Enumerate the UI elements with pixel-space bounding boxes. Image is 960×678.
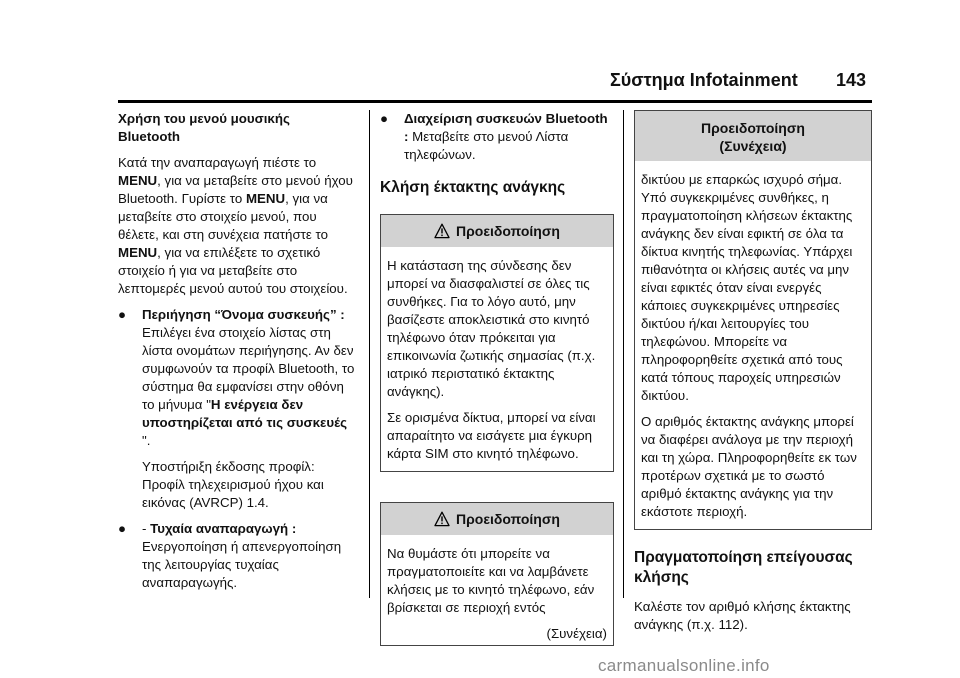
emergency-call-subheading: Πραγματοποίηση επείγουσας κλήσης bbox=[634, 549, 853, 586]
warning-text: Σε ορισμένα δίκτυα, μπορεί να είναι απαρ… bbox=[387, 410, 596, 461]
list-item-shuffle: ● - Τυχαία αναπαραγωγή : Ενεργοποίηση ή … bbox=[118, 521, 342, 590]
warning-title: Προειδοποίηση bbox=[456, 511, 560, 527]
list-item-device-management: ● Διαχείριση συσκευών Bluetooth : Μεταβε… bbox=[380, 111, 608, 162]
warning-box-continued: Προειδοποίηση (Συνέχεια) δικτύου με επαρ… bbox=[634, 110, 872, 530]
warning-title: Προειδοποίηση bbox=[701, 120, 805, 136]
list-item-browse: ● Περιήγηση “Όνομα συσκευής” : Επιλέγει … bbox=[118, 307, 355, 510]
warning-text: δικτύου με επαρκώς ισχυρό σήμα. Υπό συγκ… bbox=[641, 172, 853, 403]
warning-title: Προειδοποίηση bbox=[456, 223, 560, 239]
column-divider-2 bbox=[623, 110, 624, 598]
column-2: ● Διαχείριση συσκευών Bluetooth : Μεταβε… bbox=[380, 110, 614, 646]
warning-icon bbox=[434, 223, 450, 239]
warning-header: Προειδοποίηση bbox=[381, 215, 613, 247]
bluetooth-music-paragraph: Κατά την αναπαραγωγή πιέστε το MENU, για… bbox=[118, 155, 353, 296]
warning-text: Να θυμάστε ότι μπορείτε να πραγματοποιεί… bbox=[387, 546, 595, 615]
page-number: 143 bbox=[836, 70, 867, 90]
warning-box: Προειδοποίηση Να θυμάστε ότι μπορείτε να… bbox=[380, 502, 614, 646]
header-rule bbox=[118, 100, 872, 103]
subsection-heading: Χρήση του μενού μουσικής Bluetooth bbox=[118, 111, 290, 144]
column-divider-1 bbox=[369, 110, 370, 598]
warning-box: Προειδοποίηση Η κατάσταση της σύνδεσης δ… bbox=[380, 214, 614, 472]
warning-text: Ο αριθμός έκτακτης ανάγκης μπορεί να δια… bbox=[641, 414, 857, 519]
emergency-call-heading: Κλήση έκτακτης ανάγκης bbox=[380, 179, 566, 196]
continued-label: (Συνέχεια) bbox=[719, 138, 787, 154]
column-3: Προειδοποίηση (Συνέχεια) δικτύου με επαρ… bbox=[634, 110, 872, 642]
bullet-icon: ● bbox=[118, 307, 127, 322]
warning-text: Η κατάσταση της σύνδεσης δεν μπορεί να δ… bbox=[387, 258, 596, 399]
column-1: Χρήση του μενού μουσικής Bluetooth Κατά … bbox=[118, 110, 358, 600]
emergency-call-paragraph: Καλέστε τον αριθμό κλήσης έκτακτης ανάγκ… bbox=[634, 599, 851, 632]
bullet-icon: ● bbox=[118, 521, 127, 536]
watermark: carmanualsonline.info bbox=[598, 656, 770, 675]
warning-header: Προειδοποίηση bbox=[381, 503, 613, 535]
bullet-icon: ● bbox=[380, 111, 389, 126]
warning-icon bbox=[434, 511, 450, 527]
continued-label: (Συνέχεια) bbox=[546, 626, 607, 641]
warning-header: Προειδοποίηση (Συνέχεια) bbox=[635, 111, 871, 161]
section-title: Σύστημα Infotainment bbox=[610, 70, 798, 90]
